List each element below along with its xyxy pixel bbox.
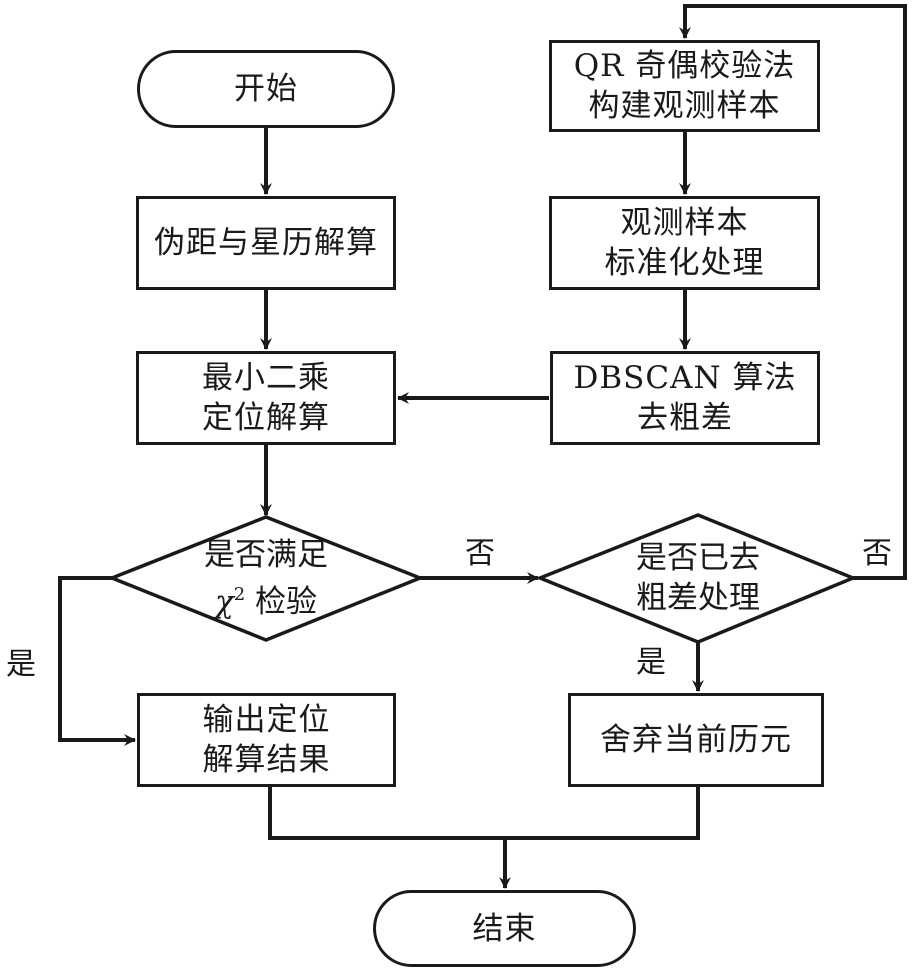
decision-label-line1: 是否满足 xyxy=(204,536,328,573)
process-qr-parity: QR 奇偶校验法 构建观测样本 xyxy=(549,40,820,132)
decision-label-line1: 是否已去 xyxy=(636,540,760,576)
chi-symbol: χ xyxy=(214,583,234,620)
end-label: 结束 xyxy=(472,910,537,947)
decision-chi-check-shape xyxy=(107,515,425,642)
process-label-line1: 观测样本 xyxy=(620,205,749,241)
decision-label-line2: 粗差处理 xyxy=(636,580,760,616)
process-label-line2: 解算结果 xyxy=(202,742,331,778)
start-label: 开始 xyxy=(234,71,298,107)
edge-removed-no-to-qr xyxy=(679,4,907,580)
edge-output-merge xyxy=(268,787,700,840)
process-label: 伪距与星历解算 xyxy=(154,225,378,261)
process-label-line1: 输出定位 xyxy=(202,702,331,738)
process-label-line1: DBSCAN 算法 xyxy=(573,360,797,396)
check-text: 检验 xyxy=(255,583,318,620)
process-discard-epoch: 舍弃当前历元 xyxy=(568,693,824,787)
process-label: 舍弃当前历元 xyxy=(600,722,792,758)
decision-chi-check: 是否满足 χ2 检验 xyxy=(166,536,366,620)
decision-removed-check-shape xyxy=(535,513,858,644)
process-pseudorange-ephemeris: 伪距与星历解算 xyxy=(136,196,396,290)
edge-chi-yes-to-output xyxy=(58,576,136,746)
process-normalize: 观测样本 标准化处理 xyxy=(549,196,820,290)
process-label-line2: 去粗差 xyxy=(637,400,733,436)
process-dbscan: DBSCAN 算法 去粗差 xyxy=(550,351,820,445)
end-terminal: 结束 xyxy=(373,890,636,967)
start-terminal: 开始 xyxy=(137,50,395,128)
process-label-line2: 定位解算 xyxy=(202,400,330,436)
edge-label-chi-yes: 是 xyxy=(6,647,36,682)
process-label-line1: QR 奇偶校验法 xyxy=(573,48,796,84)
process-label-line1: 最小二乘 xyxy=(202,360,330,396)
edge-label-chi-no: 否 xyxy=(465,536,495,571)
process-output-result: 输出定位 解算结果 xyxy=(137,693,396,787)
process-label-line2: 标准化处理 xyxy=(604,245,765,281)
edge-label-removed-no: 否 xyxy=(862,536,892,571)
decision-label-line2: χ2 检验 xyxy=(215,575,317,622)
edge-label-removed-yes: 是 xyxy=(636,645,666,680)
process-least-squares: 最小二乘 定位解算 xyxy=(136,351,396,445)
decision-removed-check: 是否已去 粗差处理 xyxy=(598,538,798,618)
chi-superscript: 2 xyxy=(233,583,246,605)
process-label-line2: 构建观测样本 xyxy=(588,88,781,124)
